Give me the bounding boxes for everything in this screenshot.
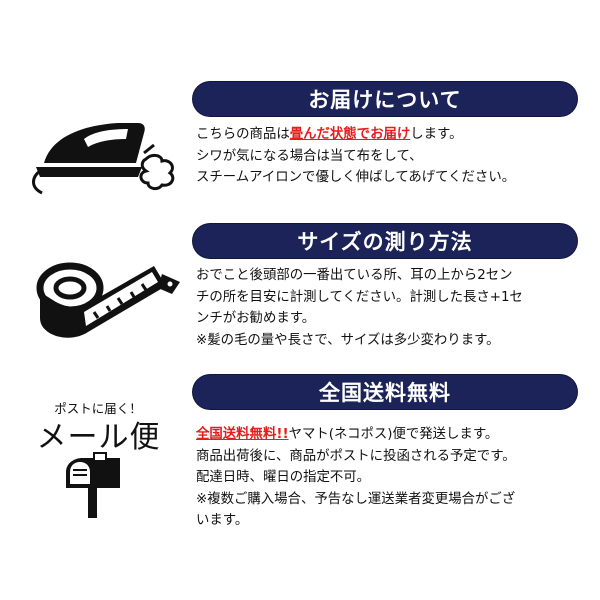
- section-heading-measuring: サイズの測り方法: [193, 224, 577, 258]
- iron-icon: [32, 123, 175, 195]
- mailbox-icon: [66, 452, 120, 518]
- line-text: おでこと後頭部の一番出ている所、耳の上から2セン: [196, 268, 513, 283]
- line-text: ※髪の毛の量や長さで、サイズは多少変わります。: [196, 332, 500, 348]
- text-line: 商品出荷後に、商品がポストに投函される予定です。: [196, 446, 590, 468]
- shipping-text: 全国送料無料!!ヤマト(ネコポス)便で発送します。 商品出荷後に、商品がポストに…: [196, 424, 590, 532]
- text-line: 配達日時、曜日の指定不可。: [196, 467, 590, 489]
- measuring-text: おでこと後頭部の一番出ている所、耳の上から2セン チの所を目安に計測してください…: [196, 265, 590, 351]
- text-line: ※髪の毛の量や長さで、サイズは多少変わります。: [196, 330, 590, 352]
- section-heading-shipping: 全国送料無料: [193, 375, 577, 409]
- line-text: 商品出荷後に、商品がポストに投函される予定です。: [196, 448, 516, 464]
- heading-text: 全国送料無料: [319, 381, 451, 405]
- delivery-text: こちらの商品は畳んだ状態でお届けします。 シワが気になる場合は当て布をして、 ス…: [196, 124, 590, 189]
- text-line: ※複数ご購入場合、予告なし運送業者変更場合がござ: [196, 489, 590, 511]
- highlight-text: 畳んだ状態でお届け: [289, 127, 411, 142]
- line-text: チの所を目安に計測してください。計測した長さ+1セ: [196, 289, 523, 305]
- text-line: スチームアイロンで優しく伸ばしてあげてください。: [196, 167, 590, 189]
- line-text: ※複数ご購入場合、予告なし運送業者変更場合がござ: [196, 491, 516, 507]
- heading-text: お届けについて: [308, 88, 462, 112]
- text-line: チの所を目安に計測してください。計測した長さ+1セ: [196, 287, 590, 309]
- line-text: ヤマト(ネコポス)便で発送します。: [288, 427, 499, 442]
- text-line: ンチがお勧めます。: [196, 308, 590, 330]
- text-line: 全国送料無料!!ヤマト(ネコポス)便で発送します。: [196, 424, 590, 446]
- line-text: シワが気になる場合は当て布をして、: [196, 148, 423, 164]
- line-text: 配達日時、曜日の指定不可。: [196, 470, 371, 485]
- line-text: ンチがお勧めます。: [196, 311, 316, 326]
- measuring-tape-icon: [36, 262, 180, 338]
- text-line: こちらの商品は畳んだ状態でお届けします。: [196, 124, 590, 146]
- text-line: おでこと後頭部の一番出ている所、耳の上から2セン: [196, 265, 590, 287]
- line-text: います。: [196, 513, 249, 528]
- mail-title: メール便: [36, 420, 161, 455]
- line-text: スチームアイロンで優しく伸ばしてあげてください。: [196, 170, 516, 185]
- text-line: います。: [196, 510, 590, 532]
- text-line: シワが気になる場合は当て布をして、: [196, 146, 590, 168]
- section-heading-delivery: お届けについて: [193, 82, 577, 116]
- line-text: します。: [410, 127, 463, 142]
- mail-caption: ポストに届く！: [54, 401, 142, 416]
- highlight-text: 全国送料無料!!: [196, 427, 289, 442]
- heading-text: サイズの測り方法: [297, 230, 473, 254]
- line-text: こちらの商品は: [196, 127, 290, 142]
